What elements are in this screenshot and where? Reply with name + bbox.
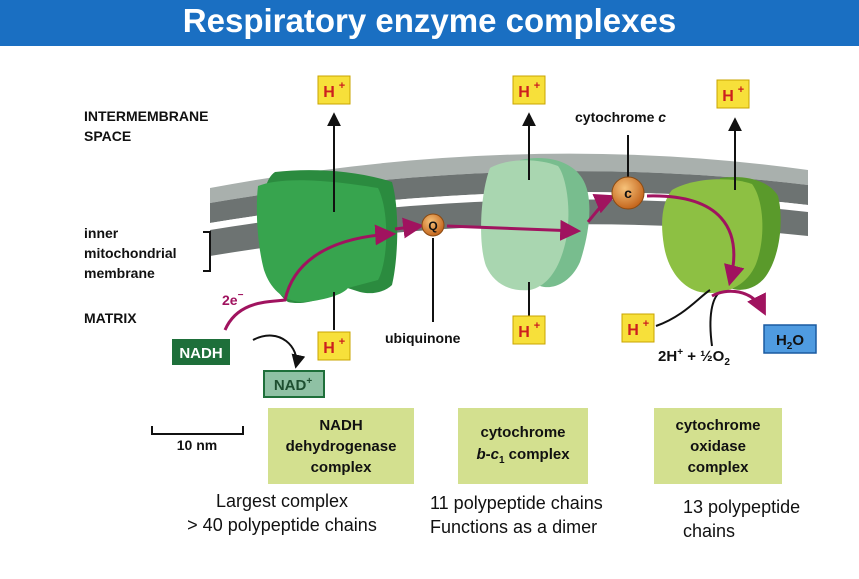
svg-text:+: + — [339, 336, 345, 348]
proton-box: H + — [512, 75, 546, 105]
label-space: SPACE — [84, 128, 131, 144]
membrane-bracket — [203, 231, 211, 272]
title-bar — [0, 0, 859, 46]
nadh-dehydrogenase-complex-shape — [256, 170, 398, 304]
proton-box: H + — [716, 79, 750, 109]
svg-text:Functions as a dimer: Functions as a dimer — [430, 517, 597, 537]
svg-text:+: + — [534, 80, 540, 92]
svg-text:11 polypeptide chains: 11 polypeptide chains — [430, 493, 603, 513]
label-ubiquinone: ubiquinone — [385, 330, 461, 346]
label-inner: inner — [84, 225, 119, 241]
svg-text:H: H — [518, 324, 530, 341]
svg-text:cytochrome: cytochrome — [675, 417, 760, 434]
svg-text:10 nm: 10 nm — [177, 437, 217, 453]
svg-text:Largest complex: Largest complex — [216, 491, 348, 511]
svg-text:NAD+: NAD+ — [274, 376, 313, 394]
scale-bar: 10 nm — [151, 426, 244, 453]
svg-text:+: + — [339, 80, 345, 92]
svg-text:cytochrome: cytochrome — [480, 424, 565, 441]
svg-text:b-c1 complex: b-c1 complex — [476, 446, 570, 466]
cytochrome-oxidase-complex-shape — [662, 176, 781, 293]
nadh-dehydrogenase-label-box: NADH dehydrogenase complex — [268, 408, 414, 484]
proton-box: H + — [621, 313, 655, 343]
svg-text:c: c — [624, 185, 632, 201]
cytochrome-oxidase-label-box: cytochrome oxidase complex — [654, 408, 782, 484]
nadh-box: NADH — [172, 339, 230, 365]
svg-text:H: H — [323, 84, 335, 101]
note-complex-3: 11 polypeptide chains Functions as a dim… — [430, 493, 603, 537]
svg-text:+: + — [534, 320, 540, 332]
svg-text:oxidase: oxidase — [690, 438, 746, 455]
svg-text:H: H — [323, 340, 335, 357]
svg-text:H: H — [627, 322, 639, 339]
proton-box: H + — [317, 75, 351, 105]
svg-text:dehydrogenase: dehydrogenase — [286, 438, 397, 455]
label-mitochondrial: mitochondrial — [84, 245, 177, 261]
label-oxygen-reaction: 2H+ + ½O2 — [658, 347, 730, 368]
proton-box: H + — [317, 331, 351, 361]
water-box: H2O — [763, 324, 817, 354]
nad-plus-box: NAD+ — [263, 370, 325, 398]
slide-title: Respiratory enzyme complexes — [182, 2, 677, 39]
note-complex-4: 13 polypeptide chains — [683, 497, 800, 541]
svg-text:13 polypeptide: 13 polypeptide — [683, 497, 800, 517]
cytochrome-bc1-complex-shape — [481, 158, 590, 291]
svg-text:chains: chains — [683, 521, 735, 541]
svg-text:complex: complex — [688, 459, 750, 476]
ubiquinone-carrier: Q — [421, 213, 445, 237]
svg-text:H: H — [518, 84, 530, 101]
label-cytochrome-c: cytochrome c — [575, 109, 666, 125]
label-2e: 2e− — [222, 290, 244, 308]
svg-text:H2O: H2O — [776, 332, 804, 352]
svg-text:NADH: NADH — [179, 345, 222, 362]
label-intermembrane: INTERMEMBRANE — [84, 108, 208, 124]
note-complex-1: Largest complex > 40 polypeptide chains — [187, 491, 377, 535]
svg-text:Q: Q — [428, 219, 437, 233]
svg-text:complex: complex — [311, 459, 373, 476]
svg-text:+: + — [643, 318, 649, 330]
label-membrane: membrane — [84, 265, 155, 281]
label-matrix: MATRIX — [84, 310, 137, 326]
svg-text:NADH: NADH — [319, 417, 362, 434]
proton-box: H + — [512, 315, 546, 345]
svg-text:> 40 polypeptide chains: > 40 polypeptide chains — [187, 515, 377, 535]
svg-text:+: + — [738, 84, 744, 96]
cytochrome-c-carrier: c — [611, 176, 645, 210]
svg-text:H: H — [722, 88, 734, 105]
electron-path — [223, 193, 766, 331]
cytochrome-bc1-label-box: cytochrome b-c1 complex — [458, 408, 588, 484]
